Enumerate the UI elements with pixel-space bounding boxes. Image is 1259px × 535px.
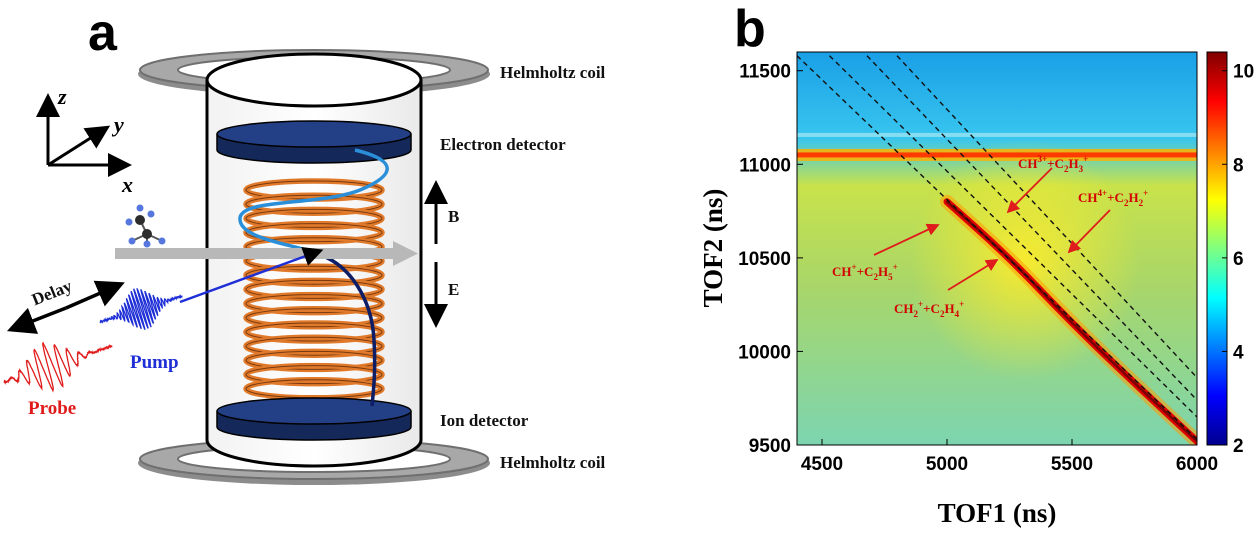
pump-pulse xyxy=(100,289,182,330)
colorbar-tick-label: 2 xyxy=(1233,436,1244,457)
x-tick-label: 5500 xyxy=(1051,454,1093,475)
x-axis-title: TOF1 (ns) xyxy=(938,498,1057,528)
y-axis-ticks: 9500 10000 10500 11000 11500 xyxy=(738,62,803,457)
colorbar-tick-label: 10 xyxy=(1233,62,1254,83)
e-field-label: E xyxy=(448,280,459,299)
y-tick-label: 11000 xyxy=(739,155,791,176)
probe-pulse xyxy=(4,344,112,391)
colorbar-tick-label: 6 xyxy=(1233,249,1244,270)
molecule-icon xyxy=(126,205,166,248)
y-tick-label: 10000 xyxy=(738,342,791,363)
axis-x-label: x xyxy=(121,172,133,197)
helmholtz-coil-top-label: Helmholtz coil xyxy=(500,63,606,82)
pump-label: Pump xyxy=(130,352,179,373)
coordinate-axes xyxy=(48,105,120,165)
colorbar xyxy=(1207,52,1227,445)
panel-b-chart: b 4500 5000 5500 6000 9500 10000 10500 11000 11… xyxy=(698,0,1254,528)
band-faint xyxy=(797,133,1197,137)
x-tick-label: 6000 xyxy=(1176,454,1218,475)
axis-y-label: y xyxy=(111,112,124,137)
x-tick-label: 5000 xyxy=(926,454,968,475)
y-tick-label: 10500 xyxy=(738,249,791,270)
band-core xyxy=(797,152,1197,157)
heatmap-yellow-region xyxy=(910,140,1140,380)
x-tick-label: 4500 xyxy=(801,454,843,475)
b-field-label: B xyxy=(448,207,459,226)
y-tick-label: 11500 xyxy=(739,62,791,83)
ion-detector xyxy=(217,398,411,440)
ion-detector-label: Ion detector xyxy=(440,411,529,430)
y-tick-label: 9500 xyxy=(749,436,791,457)
panel-a-letter: a xyxy=(88,4,118,62)
electron-detector-label: Electron detector xyxy=(440,135,566,154)
panel-a-diagram: a z y x xyxy=(4,4,606,485)
colorbar-tick-label: 8 xyxy=(1233,155,1244,176)
delay-label: Delay xyxy=(29,276,75,309)
axis-z-label: z xyxy=(57,84,67,109)
y-axis-title: TOF2 (ns) xyxy=(698,189,728,308)
panel-b-letter: b xyxy=(734,0,766,58)
electron-detector xyxy=(217,121,411,163)
colorbar-tick-label: 4 xyxy=(1233,342,1244,363)
heatmap-area xyxy=(797,52,1197,445)
y-axis-arrow xyxy=(48,132,100,165)
helmholtz-coil-bottom-label: Helmholtz coil xyxy=(500,453,606,472)
probe-label: Probe xyxy=(28,398,76,419)
